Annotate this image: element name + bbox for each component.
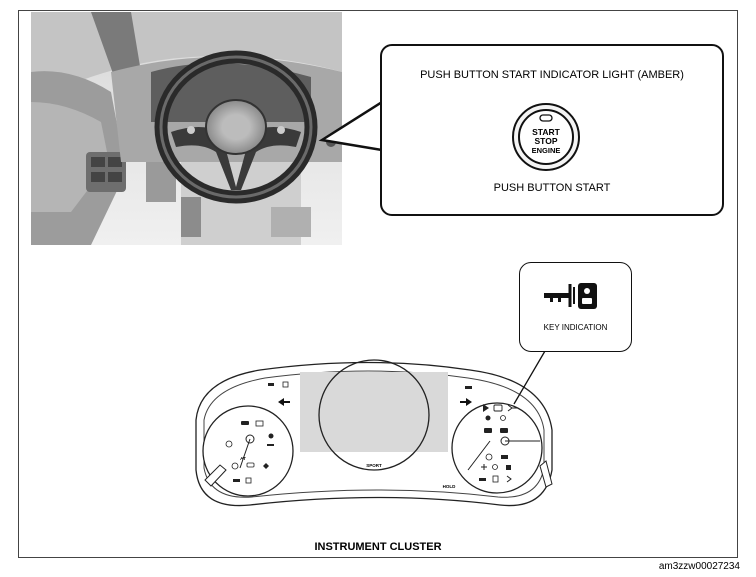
start-stop-button-icon: START STOP ENGINE bbox=[511, 102, 581, 172]
steering-wheel-photo-icon bbox=[31, 12, 342, 245]
push-button-start-label: PUSH BUTTON START bbox=[493, 182, 611, 194]
figure-id: am3zzw00027234 bbox=[658, 561, 740, 572]
button-line-start: START bbox=[532, 127, 560, 137]
key-indication-icon bbox=[544, 283, 597, 309]
indicator-light-label: PUSH BUTTON START INDICATOR LIGHT (AMBER… bbox=[420, 69, 684, 81]
key-indication-label: KEY INDICATION bbox=[543, 323, 608, 332]
figure-frame bbox=[18, 10, 738, 558]
amber-indicator-light bbox=[539, 114, 553, 122]
instrument-cluster-caption: INSTRUMENT CLUSTER bbox=[314, 541, 442, 553]
button-line-engine: ENGINE bbox=[531, 146, 561, 155]
button-line-stop: STOP bbox=[534, 136, 558, 146]
key-indication-callout: KEY INDICATION bbox=[519, 262, 632, 352]
push-button-start-callout: PUSH BUTTON START INDICATOR LIGHT (AMBER… bbox=[380, 44, 724, 216]
